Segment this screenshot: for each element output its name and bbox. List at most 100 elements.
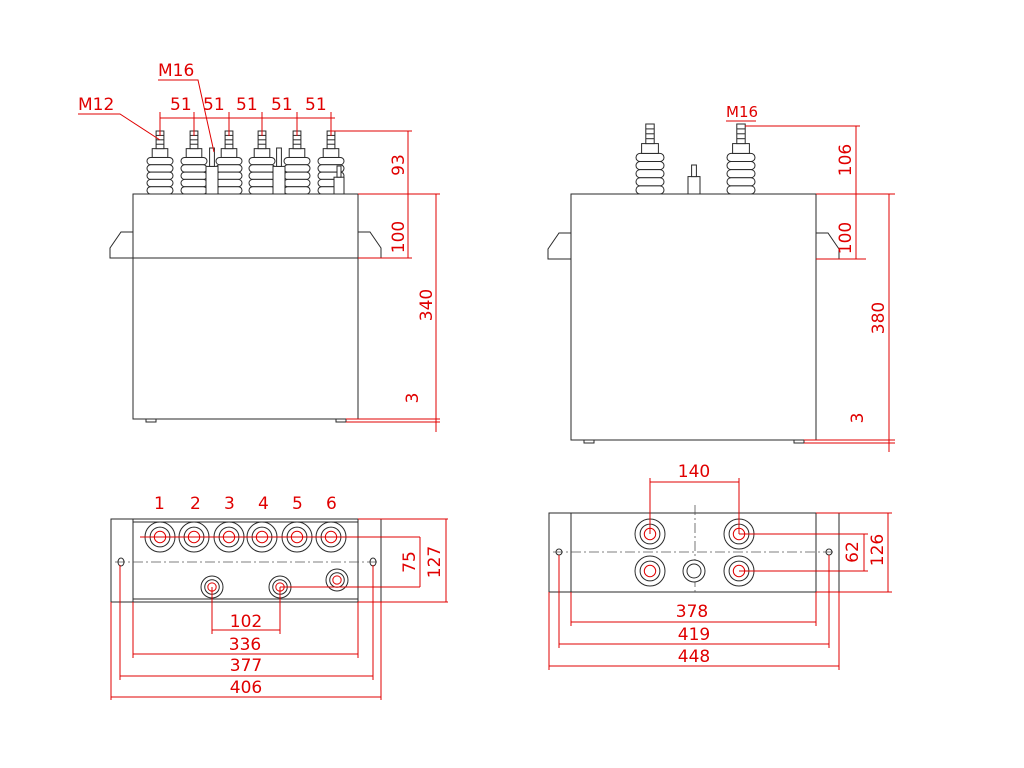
aux-stud — [336, 165, 342, 178]
dim-overall-width: 448 — [678, 647, 710, 667]
insulator-rib — [283, 178, 311, 188]
dim-body-width: 378 — [676, 602, 708, 622]
insulator-rib — [180, 171, 208, 180]
insulator-rib — [146, 186, 174, 195]
insulator-rib — [215, 178, 243, 188]
bushing — [635, 123, 665, 195]
left-bracket — [109, 231, 134, 259]
inner-ring — [643, 564, 657, 578]
capacitor-body — [570, 193, 817, 441]
foot-left — [583, 439, 595, 444]
insulator-rib — [146, 171, 174, 180]
dim-terminal-height: 93 — [389, 154, 409, 176]
pitch-label-3: 51 — [236, 95, 258, 115]
dim-body-height: 340 — [417, 289, 437, 321]
dim-foot: 3 — [848, 413, 868, 424]
insulator-rib — [635, 177, 665, 187]
center-post — [682, 559, 706, 583]
bushing-cap — [151, 148, 169, 158]
insulator-rib — [635, 185, 665, 195]
insulator-rib — [248, 164, 276, 173]
aux-stud — [209, 147, 215, 167]
dim-depth: 127 — [425, 546, 445, 578]
terminal-number-1: 1 — [154, 494, 165, 514]
bushing-cap — [322, 148, 340, 158]
auxiliary-terminal — [205, 147, 219, 195]
aux-stud — [691, 164, 697, 178]
capacitor-body — [132, 193, 359, 420]
insulator-rib — [635, 161, 665, 171]
bushing — [215, 130, 243, 195]
center-post-inner — [686, 563, 702, 579]
insulator-rib — [726, 169, 756, 179]
terminal-ring — [634, 555, 666, 587]
dim-terminal-spacing: 140 — [678, 462, 710, 482]
right-top-dimensions: 140 62 126 378 419 448 — [548, 462, 892, 670]
aux-body — [272, 165, 286, 195]
dim-depth: 126 — [868, 534, 888, 566]
bushing-cap — [641, 143, 659, 154]
left-top-dimensions: 1 2 3 4 5 6 75 127 102 336 377 406 — [110, 494, 448, 700]
right-bracket — [357, 231, 382, 259]
left-front-dimensions: 51 51 51 51 51 M12 M16 93 100 340 3 — [78, 61, 440, 432]
insulator-rib — [726, 152, 756, 163]
insulator-rib — [248, 156, 276, 166]
foot-left — [145, 418, 157, 423]
insulator-rib — [726, 177, 756, 187]
terminal-number-4: 4 — [258, 494, 269, 514]
pitch-label-5: 51 — [305, 95, 327, 115]
insulator-rib — [635, 152, 665, 163]
insulator-rib — [180, 156, 208, 166]
insulator-rib — [146, 178, 174, 188]
dim-row-spacing: 62 — [843, 541, 863, 563]
insulator-rib — [180, 178, 208, 188]
terminal-number-6: 6 — [326, 494, 337, 514]
bushing — [248, 130, 276, 195]
thread-label-m16: M16 — [726, 103, 758, 121]
insulator-rib — [726, 185, 756, 195]
right-top-view — [548, 505, 840, 595]
insulator-rib — [726, 161, 756, 171]
right-front-dimensions: M16 106 100 380 3 — [726, 103, 895, 452]
auxiliary-terminal — [272, 147, 286, 195]
dim-foot: 3 — [403, 393, 423, 404]
bushing-group — [635, 123, 756, 195]
insulator-rib — [215, 156, 243, 166]
bushing — [146, 130, 174, 195]
aux-stud — [276, 147, 282, 167]
inner-ring — [332, 575, 342, 585]
left-front-view — [109, 130, 382, 423]
terminal-number-3: 3 — [224, 494, 235, 514]
terminal-number-2: 2 — [190, 494, 201, 514]
foot-right — [335, 418, 347, 423]
insulator-rib — [283, 164, 311, 173]
mount-hole-left — [117, 557, 125, 567]
thread-label-m12: M12 — [78, 95, 114, 115]
m12-leader — [78, 113, 161, 141]
dim-body-height: 380 — [869, 302, 889, 334]
insulator-rib — [215, 171, 243, 180]
dim-upper: 100 — [836, 222, 856, 254]
insulator-rib — [283, 186, 311, 195]
insulator-rib — [146, 156, 174, 166]
pitch-label-1: 51 — [170, 95, 192, 115]
mid-ring — [329, 572, 345, 588]
insulator-rib — [146, 164, 174, 173]
bushing-cap — [185, 148, 203, 158]
aux-body — [687, 176, 701, 195]
insulator-rib — [283, 156, 311, 166]
insulator-rib — [317, 156, 345, 166]
insulator-rib — [215, 164, 243, 173]
dim-mounting-depth: 75 — [400, 551, 420, 573]
dim-mount-width: 377 — [230, 656, 262, 676]
insulator-rib — [248, 178, 276, 188]
dim-overall-width: 406 — [230, 678, 262, 698]
dim-terminal-height: 106 — [836, 144, 856, 176]
insulator-rib — [180, 164, 208, 173]
dim-lower-spacing: 102 — [230, 612, 262, 632]
insulator-rib — [635, 169, 665, 179]
thread-label-m16: M16 — [158, 61, 194, 81]
foot-right — [793, 439, 805, 444]
auxiliary-terminal — [333, 165, 345, 195]
